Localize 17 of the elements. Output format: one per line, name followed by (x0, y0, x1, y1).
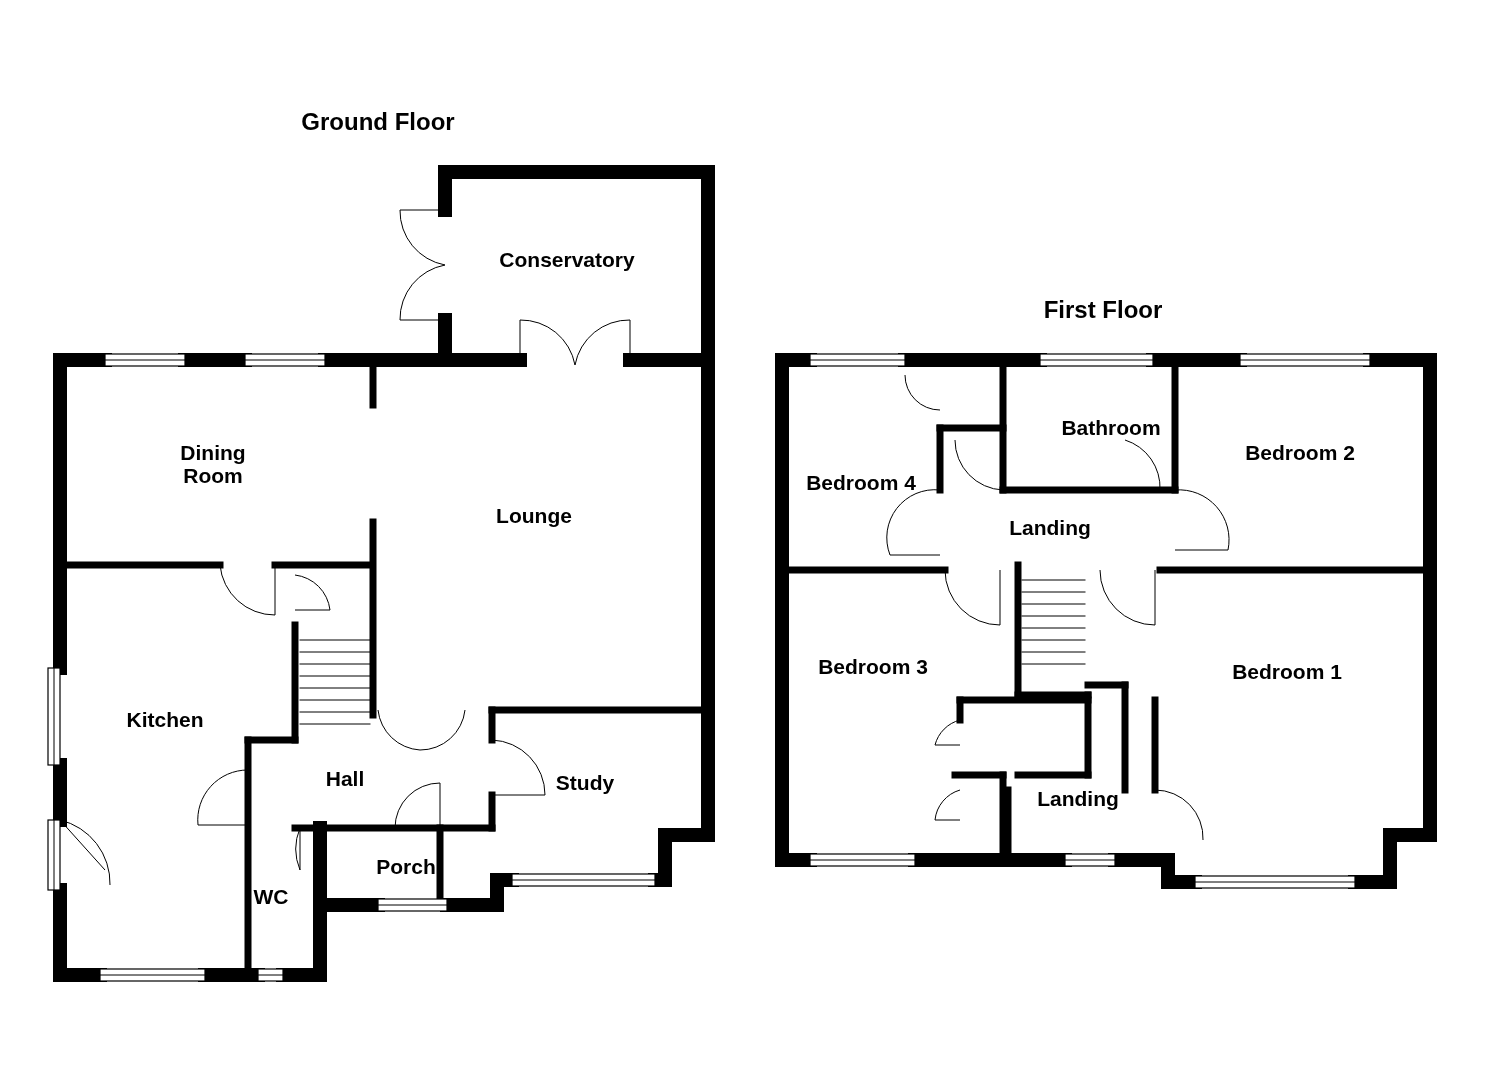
room-label: Study (555, 771, 615, 795)
room-label: Conservatory (499, 248, 635, 272)
room-label: Porch (376, 855, 436, 879)
room-label: Landing (1037, 787, 1119, 811)
room-label: Kitchen (126, 708, 204, 732)
floor-heading: Ground Floor (301, 108, 455, 136)
room-label: Bedroom 1 (1232, 660, 1342, 684)
room-label: Bathroom (1061, 416, 1161, 440)
room-label: WC (253, 885, 289, 909)
room-label: Hall (325, 767, 365, 791)
room-label: Bedroom 2 (1245, 441, 1355, 465)
room-label: Lounge (496, 504, 572, 528)
floor-heading: First Floor (1043, 296, 1163, 324)
room-label: Bedroom 4 (806, 471, 916, 495)
room-label: Dining Room (179, 440, 247, 488)
room-label: Landing (1009, 516, 1091, 540)
room-label: Bedroom 3 (818, 655, 928, 679)
